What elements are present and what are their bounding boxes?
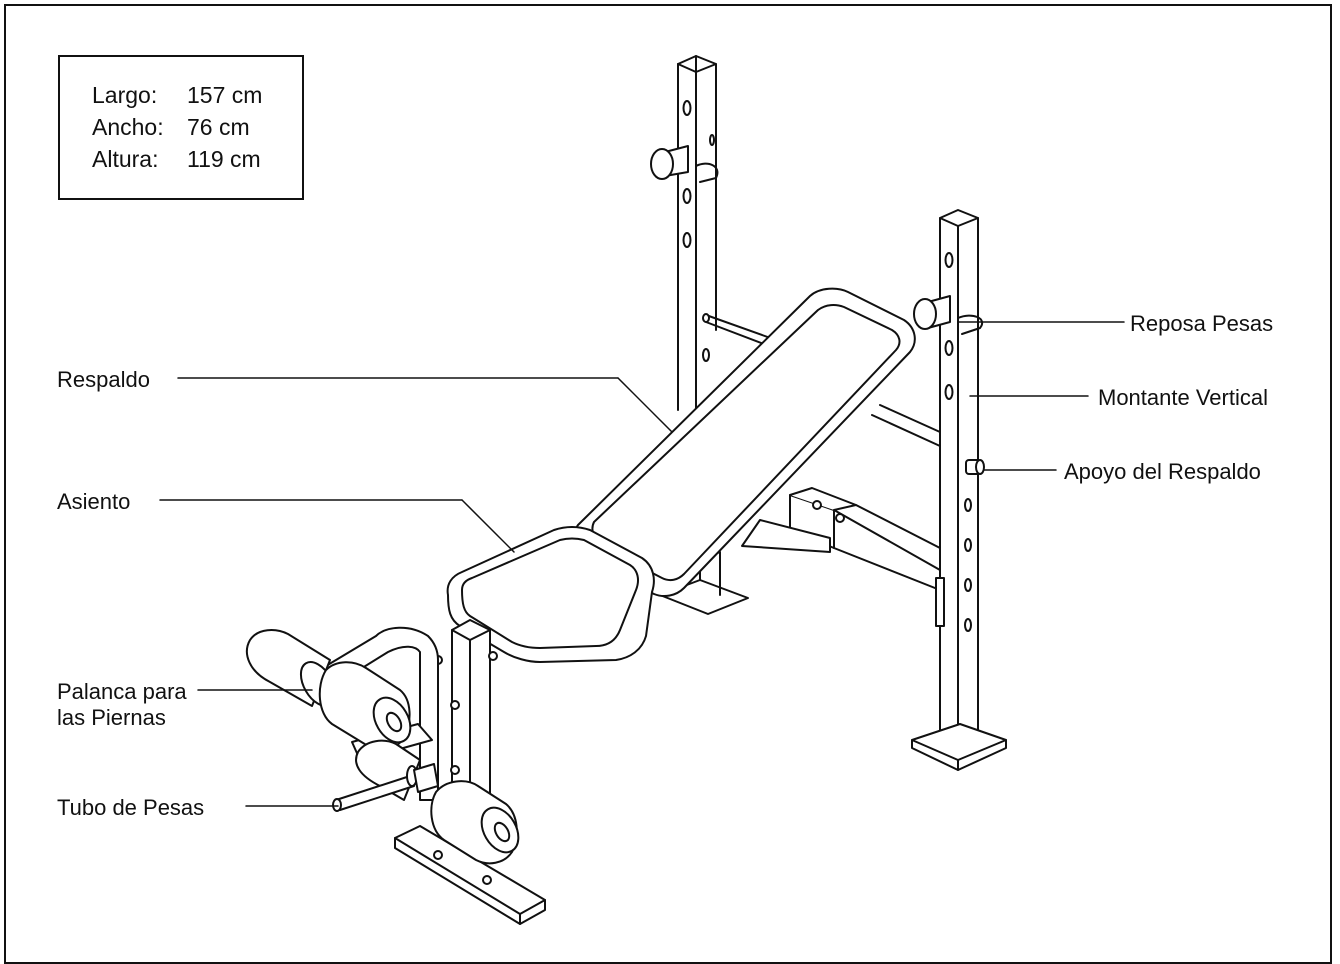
right-upright [911,209,1007,771]
right-weight-rest [913,295,983,335]
label-leg-lever-line2: las Piernas [57,705,166,730]
label-seat: Asiento [57,489,131,514]
callout-lines [159,321,1125,807]
label-upright: Montante Vertical [1098,385,1268,410]
dimension-height: Altura: 119 cm [92,145,261,173]
left-upright [677,55,717,411]
seat-pad [446,526,655,663]
dimension-width: Ancho: 76 cm [92,113,250,141]
backrest-support-knob [965,459,985,475]
dimension-length: Largo: 157 cm [92,81,262,109]
dimension-value: 157 cm [187,82,263,108]
dimension-label: Altura: [92,146,159,172]
dimension-value: 119 cm [187,146,261,172]
label-weight-tube: Tubo de Pesas [57,795,205,820]
dimensions-box: Largo: 157 cm Ancho: 76 cm Altura: 119 cm [58,55,304,200]
leg-pads [245,629,520,865]
dimension-label: Largo: [92,82,158,108]
label-weight-rest: Reposa Pesas [1130,311,1274,336]
dimension-value: 76 cm [187,114,250,140]
label-leg-lever-line1: Palanca para [57,679,187,704]
weight-tube [332,763,439,812]
base-frame [741,487,945,627]
label-backrest: Respaldo [57,367,150,392]
left-weight-rest [650,145,719,183]
label-backrest-support: Apoyo del Respaldo [1064,459,1261,484]
dimension-label: Ancho: [92,114,164,140]
